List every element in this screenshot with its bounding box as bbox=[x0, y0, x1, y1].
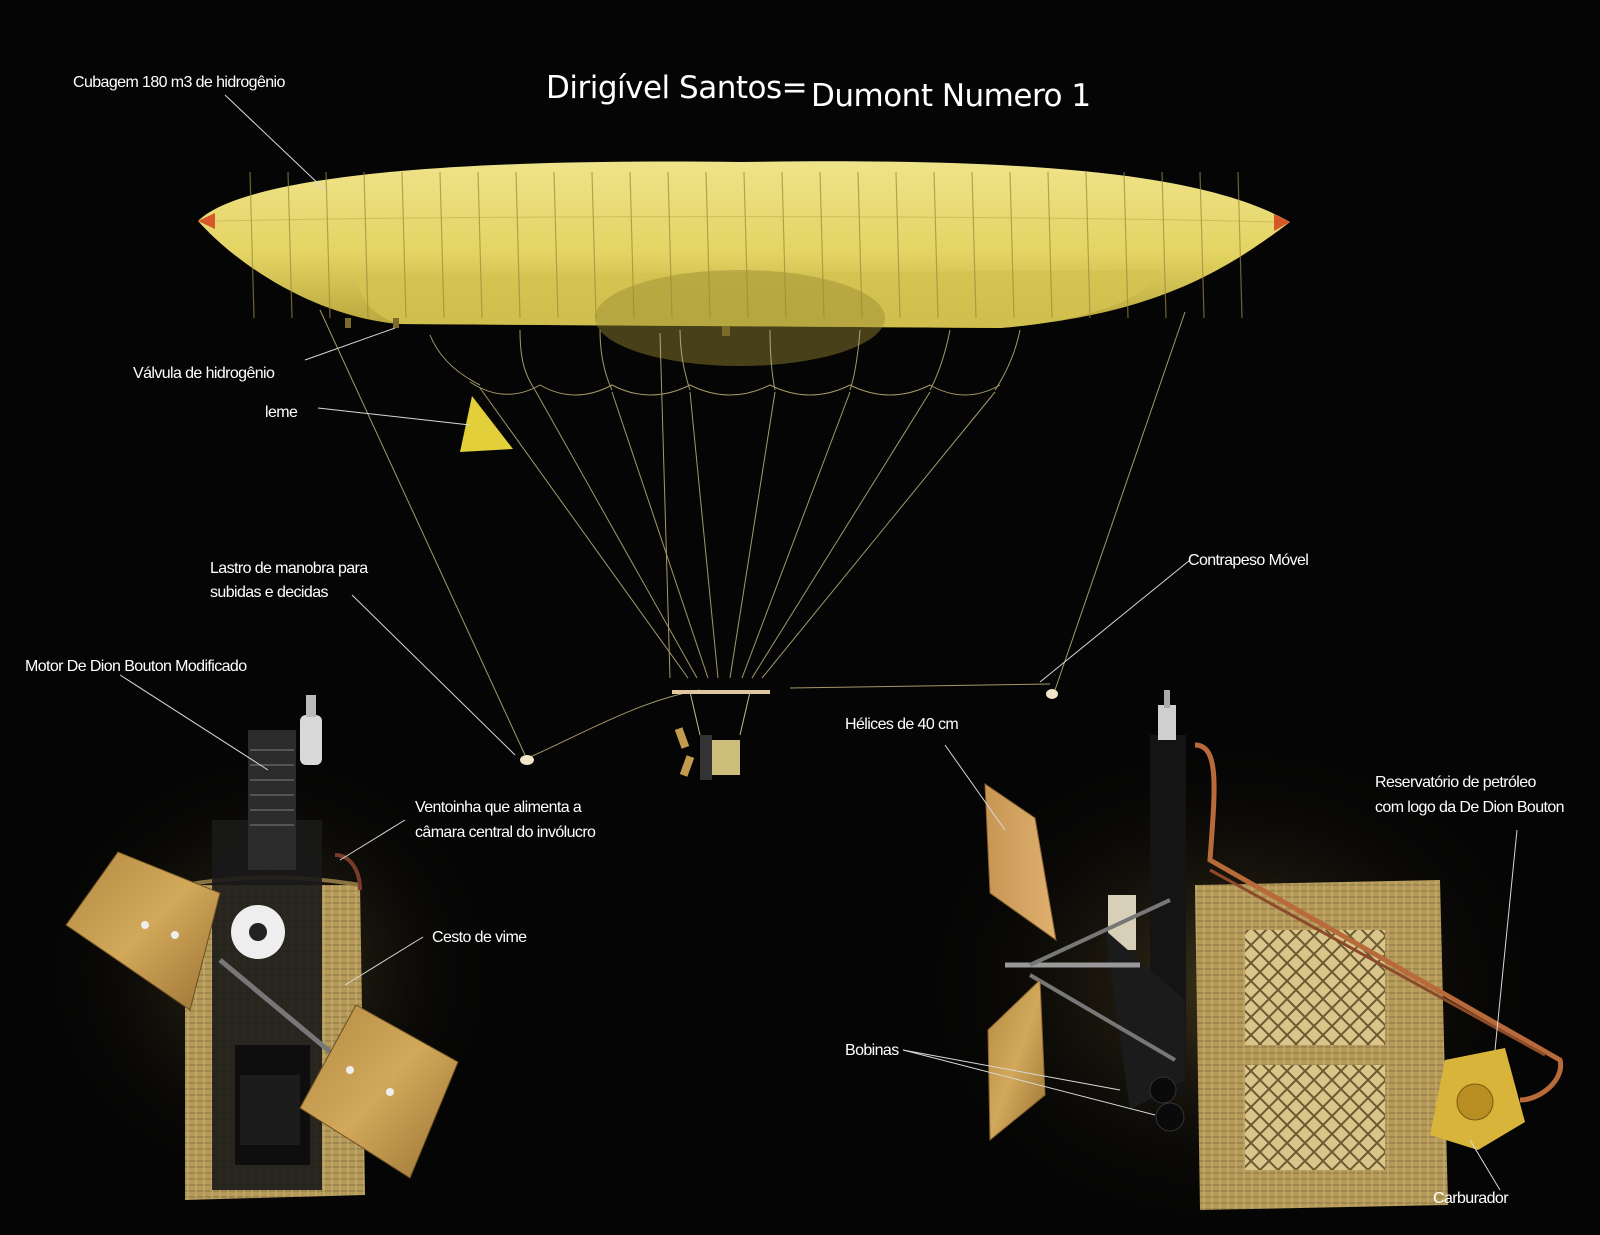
leader-lines bbox=[119, 94, 1518, 1191]
airship-car bbox=[672, 690, 770, 780]
envelope-gore-seam bbox=[515, 171, 521, 319]
engine-side-view bbox=[900, 690, 1564, 1235]
label-cubagem: Cubagem 180 m3 de hidrogênio bbox=[73, 74, 285, 91]
label-leme: leme bbox=[265, 404, 298, 421]
rigging-lines bbox=[319, 309, 1186, 758]
label-contrapeso: Contrapeso Móvel bbox=[1188, 552, 1309, 569]
envelope-gore-seam bbox=[249, 171, 255, 319]
envelope-gore-seam bbox=[287, 171, 293, 319]
propeller-blade bbox=[65, 851, 221, 1011]
envelope-gore-seam bbox=[895, 171, 901, 319]
envelope-gore-seam bbox=[363, 171, 369, 319]
envelope-gore-seam bbox=[1161, 171, 1167, 319]
envelope-gore-seam bbox=[325, 171, 331, 319]
propeller-blade bbox=[984, 783, 1057, 942]
envelope-gore-seam bbox=[1085, 171, 1091, 319]
label-reservatorio-line1: Reservatório de petróleo bbox=[1375, 774, 1536, 791]
envelope-gore-seam bbox=[781, 171, 787, 319]
label-ventoinha-line1: Ventoinha que alimenta a bbox=[415, 799, 582, 816]
envelope-gore-seam bbox=[439, 171, 445, 319]
envelope-gore-seam bbox=[591, 171, 597, 319]
engine-front-view bbox=[30, 695, 510, 1200]
label-carburador: Carburador bbox=[1433, 1190, 1509, 1207]
label-valvula-hidrogenio: Válvula de hidrogênio bbox=[133, 365, 275, 382]
envelope-gore-seam bbox=[1237, 171, 1243, 319]
label-ventoinha-line2: câmara central do invólucro bbox=[415, 824, 596, 841]
envelope-gore-seam bbox=[401, 171, 407, 319]
label-bobinas: Bobinas bbox=[845, 1042, 899, 1059]
label-reservatorio-line2: com logo da De Dion Bouton bbox=[1375, 799, 1565, 816]
envelope-gore-seam bbox=[1199, 171, 1205, 319]
rudder bbox=[460, 396, 513, 452]
movable-counterweight bbox=[1046, 689, 1058, 699]
envelope-gore-seam bbox=[933, 171, 939, 319]
diagram-title-part2: Dumont Numero 1 bbox=[811, 78, 1091, 114]
envelope-gore-seam bbox=[477, 171, 483, 319]
label-cesto: Cesto de vime bbox=[432, 929, 527, 946]
envelope-gore-seam bbox=[553, 171, 559, 319]
maneuver-ballast bbox=[520, 755, 534, 765]
envelope-gore-seam bbox=[857, 171, 863, 319]
diagram-title-part1: Dirigível Santos= bbox=[546, 70, 808, 106]
envelope-gore-seam bbox=[819, 171, 825, 319]
envelope-gore-seam bbox=[629, 171, 635, 319]
envelope-gore-seam bbox=[1009, 171, 1015, 319]
envelope-gore-seam bbox=[705, 171, 711, 319]
label-motor: Motor De Dion Bouton Modificado bbox=[25, 658, 247, 675]
envelope-gore-seam bbox=[667, 171, 673, 319]
envelope-gore-seam bbox=[743, 171, 749, 319]
envelope-gore-seam bbox=[1123, 171, 1129, 319]
propeller-blade bbox=[299, 1004, 459, 1179]
airship-envelope bbox=[198, 161, 1290, 366]
propeller-blade bbox=[987, 978, 1046, 1142]
label-lastro-line1: Lastro de manobra para bbox=[210, 560, 368, 577]
label-lastro-line2: subidas e decidas bbox=[210, 584, 328, 601]
envelope-gore-seam bbox=[1047, 171, 1053, 319]
label-helices: Hélices de 40 cm bbox=[845, 716, 959, 733]
envelope-gore-seam bbox=[971, 171, 977, 319]
